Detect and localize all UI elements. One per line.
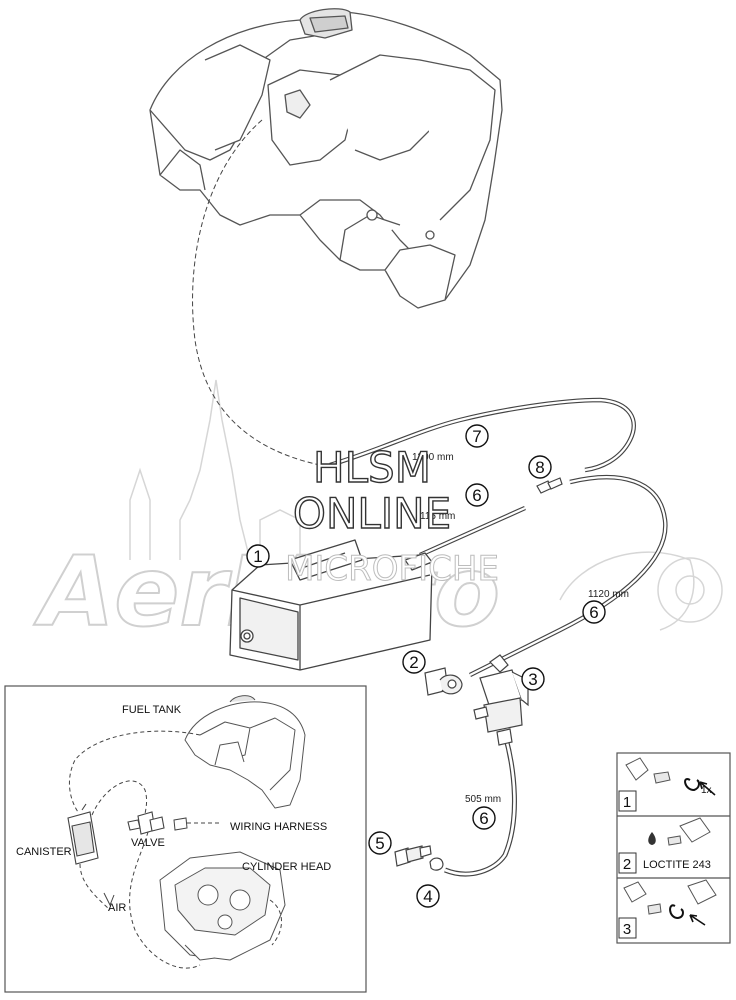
callout-6-lower: 6 (472, 806, 496, 830)
callout-6-right: 6 (582, 600, 606, 624)
rotate-arrow-icon-2 (669, 904, 684, 920)
legend-step-1: 1 1x (618, 757, 716, 812)
inset-air-arrow (103, 892, 115, 907)
svg-text:1: 1 (253, 547, 262, 566)
svg-text:3: 3 (528, 670, 537, 689)
callouts: 1 2 3 4 5 6 6 6 (246, 424, 606, 908)
rotate-arrow-icon (684, 777, 700, 792)
callout-4: 4 (416, 884, 440, 908)
inset-label-cylinder-head: CYLINDER HEAD (242, 861, 331, 873)
inset-label-air: AIR (108, 902, 126, 914)
measure-1300mm: 1300 mm (412, 452, 454, 463)
legend-step-2-bolt-icon (667, 835, 682, 846)
assembly-legend: 1 1x 2 LOCTITE 243 3 (616, 752, 731, 944)
inset-routing-lines (68, 730, 282, 969)
callout-5: 5 (368, 831, 392, 855)
legend-step-2: 2 LOCTITE 243 (618, 817, 711, 874)
callout-6-upper: 6 (465, 483, 489, 507)
inset-valve-drawing (127, 811, 165, 835)
svg-text:6: 6 (589, 603, 598, 622)
pointer-arrow-icon-2 (689, 914, 706, 926)
hose-clamp-2 (424, 667, 463, 696)
callout-7: 7 (465, 424, 489, 448)
inset-label-wiring-harness: WIRING HARNESS (230, 821, 327, 833)
legend-step-3-part-icon-2 (687, 879, 717, 905)
inset-label-valve: VALVE (131, 837, 165, 849)
callout-1: 1 (246, 544, 270, 568)
svg-text:7: 7 (472, 427, 481, 446)
carbon-canister (229, 539, 433, 671)
hose-connector-8 (536, 477, 563, 494)
purge-valve-3 (473, 654, 529, 746)
skyline-watermark (129, 379, 723, 631)
measure-505mm: 505 mm (465, 794, 501, 805)
hose-fitting-5 (394, 845, 432, 867)
measure-115mm: 115 mm (420, 511, 455, 522)
legend-step-2-part-icon (679, 817, 711, 843)
inset-cylinder-head-drawing (159, 851, 286, 961)
watermark-line2: ONLINE (293, 489, 451, 538)
legend-step-3-part-icon (623, 881, 647, 903)
legend-step-1-part-icon (625, 757, 649, 781)
watermark-line1: HLSM (313, 443, 431, 492)
legend-step-3-bolt-icon (647, 903, 662, 915)
hose-clamp-4 (429, 857, 444, 871)
routing-schematic-inset: FUEL TANK CANISTER VALVE WIRING HARNESS … (4, 685, 367, 993)
inset-fuel-tank-drawing (184, 695, 306, 809)
measure-1120mm: 1120 mm (588, 589, 629, 600)
legend-step-2-number: 2 (623, 856, 631, 873)
site-watermark: HLSM ONLINE MICROFICHE (285, 442, 500, 589)
legend-step-1-bolt-icon (653, 771, 671, 784)
svg-text:8: 8 (535, 458, 544, 477)
pointer-arrow-icon (699, 781, 716, 796)
watermark-line3: MICROFICHE (285, 549, 499, 589)
inset-canister-drawing (67, 803, 99, 865)
legend-loctite-label: LOCTITE 243 (643, 859, 711, 871)
legend-step-3: 3 (618, 879, 717, 939)
callout-2: 2 (402, 650, 426, 674)
fuel-tank-drawing (149, 8, 503, 309)
inset-label-canister: CANISTER (16, 846, 72, 858)
svg-text:2: 2 (409, 653, 418, 672)
legend-torque-note: 1x (701, 785, 712, 796)
callout-3: 3 (521, 667, 545, 691)
hoses (329, 397, 668, 877)
vent-routing-dashed-line (192, 119, 321, 466)
loctite-drop-icon (648, 832, 656, 845)
callout-8: 8 (528, 455, 552, 479)
svg-text:6: 6 (472, 486, 481, 505)
inset-label-fuel-tank: FUEL TANK (122, 704, 182, 716)
measurements: 1300 mm 115 mm 1120 mm 505 mm (412, 452, 629, 805)
svg-text:5: 5 (375, 834, 384, 853)
legend-step-1-number: 1 (623, 794, 631, 811)
inset-connector-drawing (173, 817, 188, 831)
svg-text:4: 4 (423, 887, 432, 906)
legend-step-3-number: 3 (623, 921, 631, 938)
svg-text:6: 6 (479, 809, 488, 828)
